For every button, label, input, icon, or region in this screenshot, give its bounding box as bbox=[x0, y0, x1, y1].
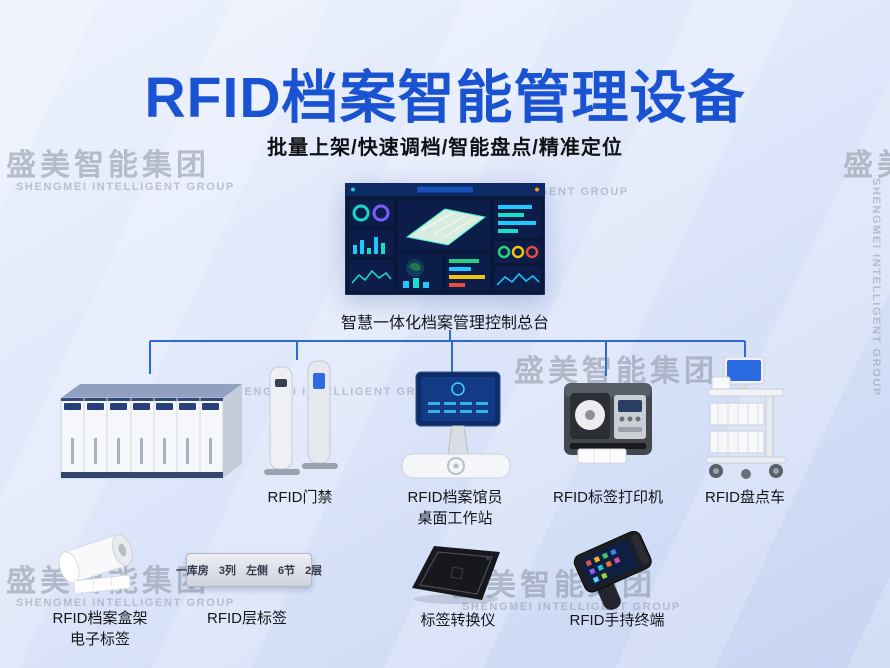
cart-caption: RFID盘点车 bbox=[705, 489, 785, 506]
shelf-label-segment: 3列 bbox=[218, 565, 236, 577]
workstation-caption-line1: RFID档案馆员 bbox=[407, 489, 503, 506]
workstation-illustration bbox=[396, 370, 516, 482]
box-label-caption-line1: RFID档案盒架 bbox=[52, 610, 148, 627]
inventory-cart-illustration bbox=[696, 357, 796, 483]
converter-caption: 标签转换仪 bbox=[420, 612, 496, 629]
box-label-caption-line2: 电子标签 bbox=[69, 631, 130, 648]
page-subtitle: 批量上架/快速调档/智能盘点/精准定位 bbox=[267, 137, 623, 159]
shelf-label-segment: 一库房 bbox=[175, 565, 209, 577]
mobile-shelving-illustration bbox=[55, 374, 245, 484]
box-label-caption: RFID档案盒架 电子标签 bbox=[40, 608, 160, 650]
printer-caption: RFID标签打印机 bbox=[553, 489, 663, 506]
shelf-label-plate: 一库房 3列 左侧 6节 2层 bbox=[176, 553, 322, 587]
control-console-screenshot bbox=[345, 183, 545, 295]
shelf-label-segment: 左侧 bbox=[245, 565, 268, 577]
label-roll-illustration bbox=[52, 514, 144, 604]
watermark-top-left-cn: 盛美智能集团 bbox=[6, 149, 210, 182]
watermark-bottom-left-en: SHENGMEI INTELLIGENT GROUP bbox=[16, 597, 235, 609]
console-caption: 智慧一体化档案管理控制总台 bbox=[340, 315, 549, 332]
shelf-label-segment: 6节 bbox=[277, 565, 296, 577]
page-title: RFID档案智能管理设备 bbox=[144, 66, 746, 130]
watermark-top-left-en: SHENGMEI INTELLIGENT GROUP bbox=[16, 181, 235, 193]
workstation-caption: RFID档案馆员 桌面工作站 bbox=[395, 487, 515, 529]
workstation-caption-line2: 桌面工作站 bbox=[417, 510, 493, 527]
shelf-label-segment: 2层 bbox=[305, 565, 323, 577]
handheld-caption: RFID手持终端 bbox=[569, 612, 665, 629]
rfid-gate-illustration bbox=[262, 357, 342, 482]
watermark-bottom-center-en: SHENGMEI INTELLIGENT GROUP bbox=[462, 601, 681, 613]
watermark-top-right-cn: 盛美智能集团 bbox=[843, 149, 890, 182]
watermark-right-edge-en: SHENGMEI INTELLIGENT GROUP bbox=[870, 178, 882, 397]
label-converter-illustration bbox=[406, 538, 506, 606]
label-printer-illustration bbox=[558, 377, 658, 472]
shelf-label-caption: RFID层标签 bbox=[207, 610, 287, 627]
gate-caption: RFID门禁 bbox=[267, 489, 333, 506]
handheld-terminal-illustration bbox=[566, 527, 666, 612]
